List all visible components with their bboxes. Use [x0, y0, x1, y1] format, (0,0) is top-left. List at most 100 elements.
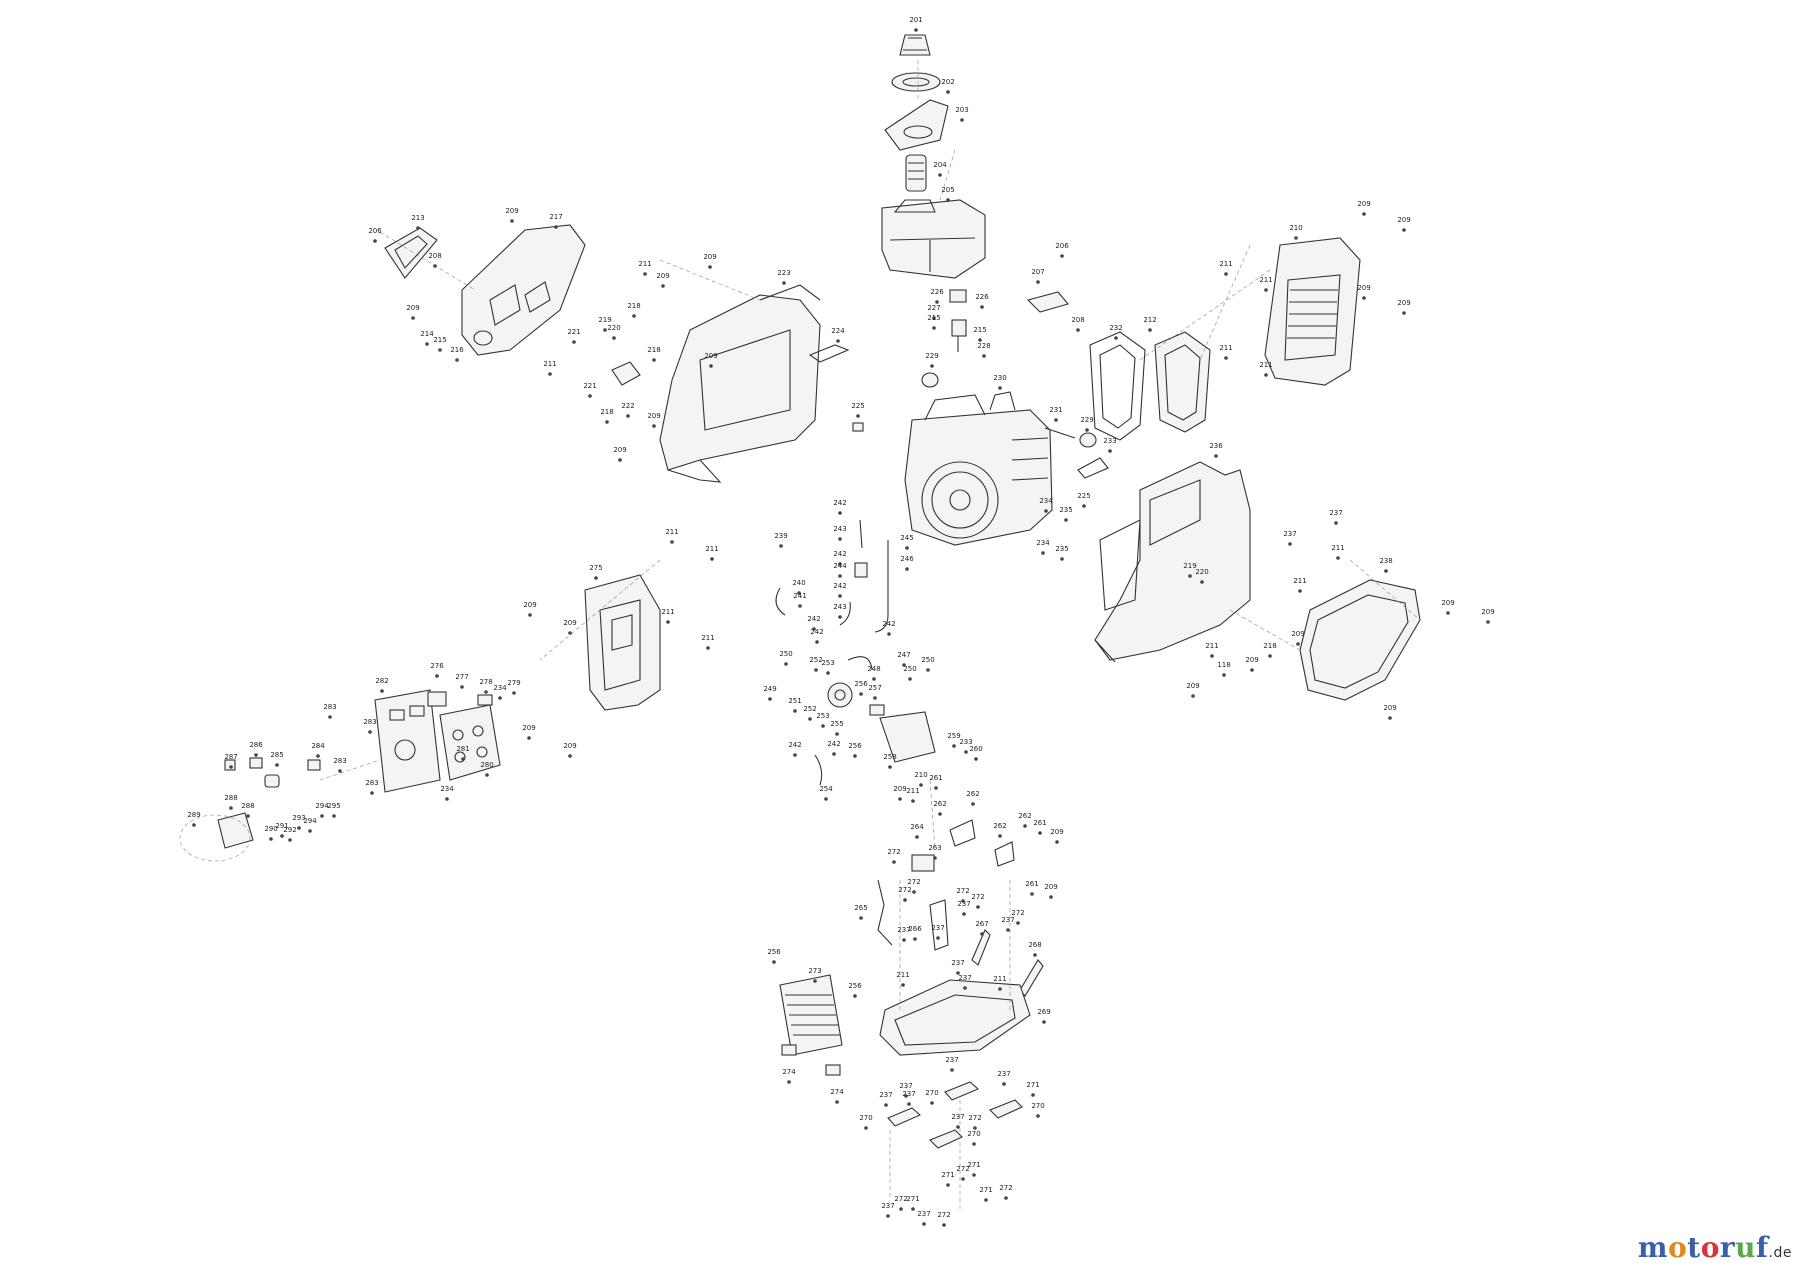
part-label-211: 211 [705, 545, 718, 553]
part-label-237: 237 [879, 1091, 892, 1099]
fastener-marker [1044, 509, 1048, 513]
part-label-242: 242 [807, 615, 820, 623]
part-label-224: 224 [831, 327, 845, 335]
part-label-233: 233 [1103, 437, 1116, 445]
fastener-marker [229, 765, 233, 769]
fastener-marker [1108, 449, 1112, 453]
logo-letter-t: t [1687, 1231, 1701, 1264]
gasket-232 [1089, 331, 1146, 441]
part-label-291: 291 [275, 822, 288, 830]
part-label-259: 259 [947, 732, 960, 740]
fastener-marker [934, 786, 938, 790]
switch-284 [307, 759, 321, 771]
part-label-253: 253 [821, 659, 834, 667]
fastener-marker [938, 173, 942, 177]
part-label-270: 270 [925, 1089, 938, 1097]
logo-letter-o1: o [1668, 1231, 1688, 1264]
part-label-271: 271 [979, 1186, 992, 1194]
fastener-marker [1362, 212, 1366, 216]
fastener-marker [709, 364, 713, 368]
fastener-marker [884, 1103, 888, 1107]
fastener-marker [1038, 831, 1042, 835]
part-label-237: 237 [951, 959, 964, 967]
part-label-211: 211 [701, 634, 714, 642]
part-label-229: 229 [925, 352, 938, 360]
fastener-marker [912, 890, 916, 894]
fastener-marker [275, 763, 279, 767]
part-label-289: 289 [187, 811, 200, 819]
part-label-271: 271 [941, 1171, 954, 1179]
fuel-filter-244 [854, 562, 868, 578]
vent-flap-222 [611, 361, 641, 386]
fastener-marker [903, 898, 907, 902]
part-label-226: 226 [930, 288, 944, 296]
fastener-marker [933, 856, 937, 860]
fastener-marker [911, 1207, 915, 1211]
part-label-237: 237 [917, 1210, 930, 1218]
logo-letter-f: f [1756, 1231, 1769, 1264]
part-label-209: 209 [613, 446, 626, 454]
part-label-215: 215 [973, 326, 986, 334]
cap-seal [891, 72, 941, 92]
part-label-268: 268 [1028, 941, 1041, 949]
fastener-marker [380, 689, 384, 693]
part-label-276: 276 [430, 662, 444, 670]
fastener-marker [972, 1173, 976, 1177]
part-number-labels: 2012022032042052062132082092142152162092… [187, 16, 1495, 1227]
fastener-marker [902, 663, 906, 667]
fastener-marker [838, 511, 842, 515]
fastener-marker [946, 1183, 950, 1187]
fastener-marker [1336, 556, 1340, 560]
fastener-marker [498, 696, 502, 700]
part-label-221: 221 [567, 328, 580, 336]
fastener-marker [838, 615, 842, 619]
fastener-marker [853, 994, 857, 998]
fastener-marker [961, 899, 965, 903]
part-label-272: 272 [971, 893, 984, 901]
fastener-marker [320, 814, 324, 818]
part-label-272: 272 [999, 1184, 1012, 1192]
fastener-marker [416, 226, 420, 230]
fastener-marker [798, 604, 802, 608]
part-label-211: 211 [993, 975, 1006, 983]
part-label-209: 209 [704, 352, 717, 360]
fastener-marker [813, 979, 817, 983]
part-label-211: 211 [1293, 577, 1306, 585]
part-label-237: 237 [931, 924, 944, 932]
part-label-234: 234 [1039, 497, 1053, 505]
part-label-249: 249 [763, 685, 776, 693]
fastener-marker [670, 540, 674, 544]
fastener-marker [1264, 288, 1268, 292]
part-label-209: 209 [522, 724, 535, 732]
front-frame-left [659, 284, 821, 483]
part-label-211: 211 [1205, 642, 1218, 650]
fastener-marker [911, 799, 915, 803]
part-label-234: 234 [493, 684, 507, 692]
part-label-272: 272 [907, 878, 920, 886]
fastener-marker [485, 773, 489, 777]
fastener-marker [887, 632, 891, 636]
fastener-marker [328, 715, 332, 719]
fastener-marker [793, 753, 797, 757]
fastener-marker [461, 757, 465, 761]
part-label-235: 235 [1059, 506, 1072, 514]
fastener-marker [1036, 280, 1040, 284]
fastener-marker [956, 971, 960, 975]
part-label-232: 232 [1109, 324, 1122, 332]
control-panel-housing [584, 574, 661, 711]
part-label-229: 229 [1080, 416, 1093, 424]
part-label-271: 271 [967, 1161, 980, 1169]
switch-278 [477, 694, 493, 706]
fastener-marker [652, 358, 656, 362]
part-label-237: 237 [951, 1113, 964, 1121]
fastener-marker [1402, 311, 1406, 315]
fastener-marker [411, 316, 415, 320]
gasket-212 [1154, 331, 1211, 433]
fastener-marker [793, 709, 797, 713]
part-label-278: 278 [479, 678, 492, 686]
breaker-285 [264, 774, 280, 788]
fuse-287 [224, 759, 236, 771]
part-label-237: 237 [1001, 916, 1014, 924]
fastener-marker [998, 386, 1002, 390]
fastener-marker [605, 420, 609, 424]
